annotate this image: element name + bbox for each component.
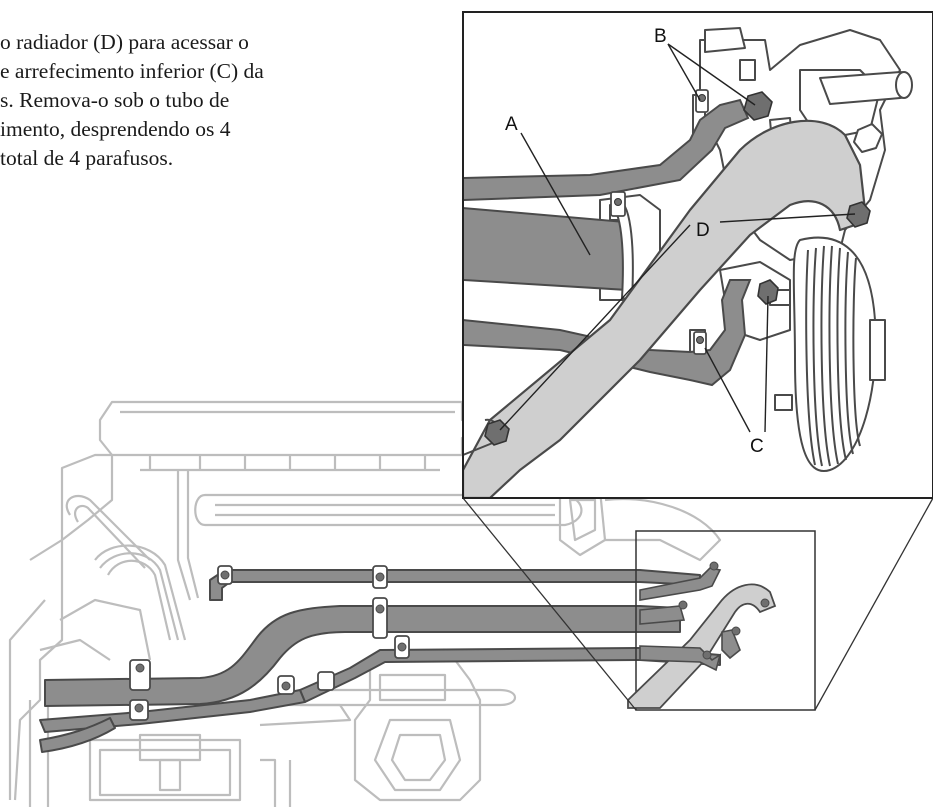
instruction-line: s. Remova-o sob o tubo de xyxy=(0,88,230,112)
callout-b: B xyxy=(654,26,667,47)
instruction-line: o radiador (D) para acessar o xyxy=(0,30,249,54)
main-hose-group xyxy=(39,569,721,753)
clamp-bolts xyxy=(134,570,407,713)
bolt-c xyxy=(757,279,779,305)
bolt-b xyxy=(743,91,773,121)
callout-d: D xyxy=(696,220,710,241)
instruction-line: e arrefecimento inferior (C) da xyxy=(0,59,264,83)
middle-thin-hose xyxy=(299,647,721,703)
small-pipe-d xyxy=(627,583,777,709)
callout-c: C xyxy=(750,436,764,457)
instruction-text: o radiador (D) para acessar o e arrefeci… xyxy=(0,28,400,173)
upper-thin-hose xyxy=(209,569,701,601)
callout-a: A xyxy=(505,114,518,135)
large-coolant-pipe xyxy=(44,605,681,707)
hose-a xyxy=(464,207,630,292)
engine-block-outline xyxy=(8,400,722,807)
bolt-d-top xyxy=(846,201,871,228)
left-small-hose xyxy=(39,717,116,753)
instruction-line: imento, desprendendo os 4 xyxy=(0,117,231,141)
detail-zoom-box xyxy=(462,497,933,711)
zoom-inset: A B D C xyxy=(462,11,933,499)
instruction-line: total de 4 parafusos. xyxy=(0,146,174,170)
hose-c xyxy=(464,279,752,387)
